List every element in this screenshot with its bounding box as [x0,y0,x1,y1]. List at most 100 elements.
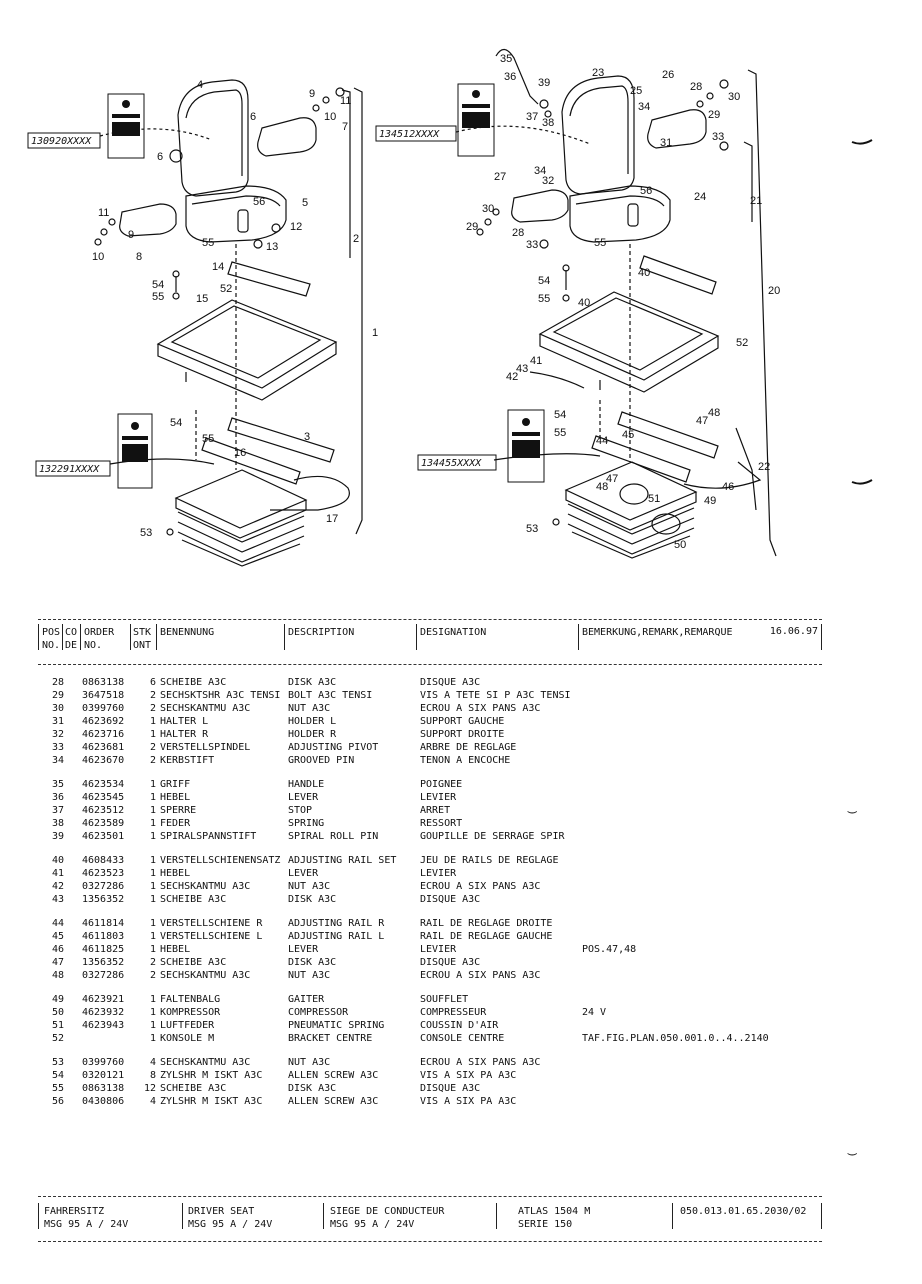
callout: 56 [253,196,265,208]
cell-desc: NUT A3C [288,970,331,981]
callout: 6 [250,111,256,123]
column-divider [496,1203,497,1229]
callout: 47 [606,473,618,485]
cell-qty: 1 [149,868,156,879]
footer-en-model: MSG 95 A / 24V [188,1219,273,1230]
cell-qty: 1 [149,994,156,1005]
cell-des: RAIL DE REGLAGE GAUCHE [420,931,553,942]
cell-desc: PNEUMATIC SPRING [288,1020,385,1031]
cell-pos: 34 [51,755,64,766]
callout: 53 [140,527,152,539]
callout: 40 [578,297,590,309]
cell-qty: 1 [149,729,156,740]
cell-desc: ALLEN SCREW A3C [288,1096,379,1107]
column-divider [80,624,81,650]
callout: 46 [722,481,734,493]
parts-table-header: POS NO. CO DE ORDER NO. STK ONT BENENNUN… [38,619,822,665]
cell-desc: ADJUSTING RAIL L [288,931,385,942]
cell-pos: 54 [51,1070,64,1081]
cell-desc: NUT A3C [288,703,331,714]
footer-document-number: 050.013.01.65.2030/02 [680,1206,807,1217]
column-divider [578,624,579,650]
cell-desc: ADJUSTING RAIL SET [288,855,397,866]
header-ont-label: ONT [133,640,152,651]
cell-order: 4623932 [82,1007,125,1018]
cell-desc: NUT A3C [288,881,331,892]
column-divider [38,1203,39,1229]
cell-desc: DISK A3C [288,1083,337,1094]
callout: 41 [530,355,542,367]
cell-ben: SPERRE [160,805,197,816]
cell-pos: 38 [51,818,64,829]
cell-ben: LUFTFEDER [160,1020,215,1031]
cell-des: ECROU A SIX PANS A3C [420,970,541,981]
cell-pos: 30 [51,703,64,714]
callout: 27 [494,171,506,183]
cell-des: SOUFFLET [420,994,469,1005]
cell-qty: 2 [149,755,156,766]
header-order-label: ORDER [84,627,115,638]
cell-desc: BRACKET CENTRE [288,1033,373,1044]
cell-ben: VERSTELLSPINDEL [160,742,251,753]
callout: 48 [708,407,720,419]
footer-fr-title: SIEGE DE CONDUCTEUR [330,1206,445,1217]
cell-order: 1356352 [82,894,125,905]
cell-order: 4608433 [82,855,125,866]
cell-order: 0327286 [82,881,125,892]
cell-pos: 42 [51,881,64,892]
cell-desc: HANDLE [288,779,325,790]
cell-order: 4623692 [82,716,125,727]
footer-german: FAHRERSITZ MSG 95 A / 24V [44,1205,128,1231]
cell-pos: 55 [51,1083,64,1094]
cell-qty: 1 [149,792,156,803]
callout: 21 [750,195,762,207]
footer-en-title: DRIVER SEAT [188,1206,255,1217]
footer-machine-name: ATLAS 1504 M [518,1206,591,1217]
callout: 55 [594,237,606,249]
cell-des: COMPRESSEUR [420,1007,487,1018]
cell-pos: 29 [51,690,64,701]
header-benennung: BENENNUNG [160,627,215,638]
callout: 10 [92,251,104,263]
cell-ben: VERSTELLSCHIENE R [160,918,263,929]
cell-pos: 31 [51,716,64,727]
callout: 55 [554,427,566,439]
callout: 32 [542,175,554,187]
callout: 9 [309,88,315,100]
cell-des: ARBRE DE REGLAGE [420,742,517,753]
cell-ben: HEBEL [160,944,191,955]
cell-desc: DISK A3C [288,894,337,905]
cell-ben: HEBEL [160,868,191,879]
callout: 55 [202,433,214,445]
cell-qty: 1 [149,944,156,955]
header-pos-no: NO. [42,640,61,651]
cell-desc: DISK A3C [288,677,337,688]
cell-qty: 2 [149,970,156,981]
cell-order: 4623523 [82,868,125,879]
cell-des: VIS A SIX PA A3C [420,1096,517,1107]
callout: 56 [640,185,652,197]
margin-tick: ‿ [848,798,857,814]
cell-pos: 50 [51,1007,64,1018]
header-de-label: DE [65,640,78,651]
cell-qty: 1 [149,831,156,842]
cell-desc: GAITER [288,994,325,1005]
callout: 45 [622,429,634,441]
callout: 52 [220,283,232,295]
cell-order: 4623943 [82,1020,125,1031]
cell-ben: VERSTELLSCHIENENSATZ [160,855,281,866]
callout: 54 [554,409,566,421]
